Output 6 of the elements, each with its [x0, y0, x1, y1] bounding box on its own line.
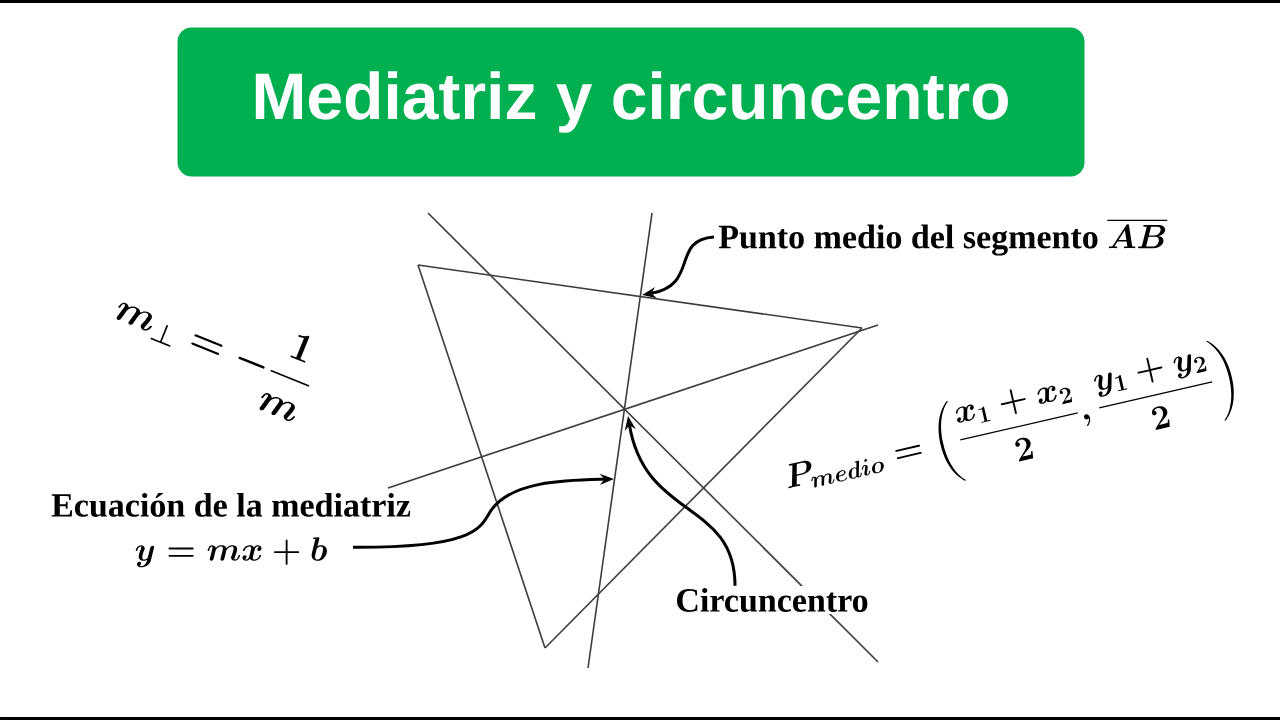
callout-label: Circuncentro — [673, 586, 871, 614]
title-banner: Mediatriz y circuncentro — [177, 27, 1085, 177]
callout-label: Ecuación de la mediatriz $y = mx + b$ — [49, 490, 413, 570]
callout-label: Punto medio del segmento $\overline{AB}$ — [716, 216, 1170, 258]
formula: $m_{\perp} = -\frac{1}{m}$ — [116, 302, 310, 421]
formula: $P_{medio} = \left(\frac{x_1 + x_2}{2},\frac{y_1 + y_2}{2}\right)$ — [788, 341, 1234, 489]
